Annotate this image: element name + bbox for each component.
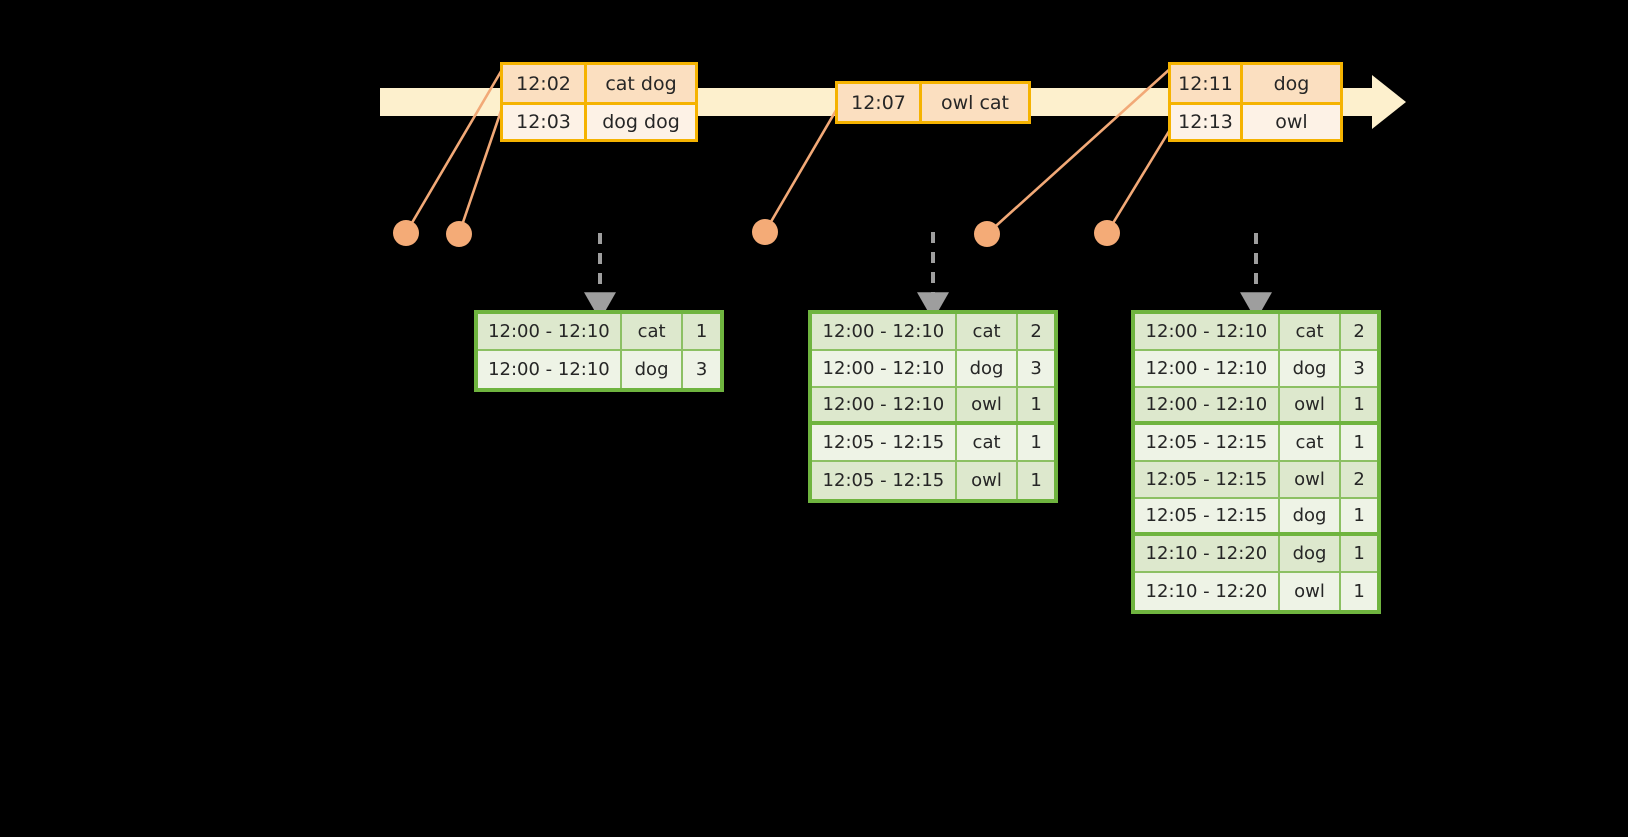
- key-cell: dog: [1280, 536, 1342, 571]
- window-cell: 12:05 - 12:15: [812, 462, 957, 499]
- window-cell: 12:00 - 12:10: [812, 314, 957, 349]
- key-cell: cat: [622, 314, 684, 349]
- key-cell: cat: [1280, 314, 1342, 349]
- event-payload: owl: [1275, 111, 1308, 133]
- key-cell: owl: [1280, 573, 1342, 610]
- event-row: 12:11 dog: [1171, 65, 1340, 102]
- count-cell: 1: [1030, 394, 1042, 415]
- event-box-1: 12:02 cat dog 12:03 dog dog: [500, 62, 698, 142]
- event-time: 12:07: [838, 84, 922, 121]
- connector-dots: [393, 219, 1120, 247]
- connector-dot-4: [974, 221, 1000, 247]
- event-payload: dog dog: [602, 111, 680, 133]
- count-cell: 3: [1353, 358, 1365, 379]
- count-cell: 1: [695, 321, 708, 342]
- event-row: 12:03 dog dog: [503, 102, 695, 139]
- event-time: 12:03: [503, 105, 587, 139]
- connector-dot-1: [393, 220, 419, 246]
- count-cell: 1: [1353, 432, 1365, 453]
- event-time: 12:02: [503, 65, 587, 102]
- window-cell: 12:05 - 12:15: [1135, 425, 1280, 460]
- key-cell: dog: [1280, 499, 1342, 532]
- key-cell: owl: [957, 388, 1019, 421]
- key-cell: cat: [1280, 425, 1342, 460]
- count-cell: 1: [1353, 581, 1365, 602]
- key-cell: dog: [1280, 351, 1342, 386]
- connector-line-2: [457, 104, 505, 235]
- key-cell: owl: [957, 462, 1019, 499]
- count-cell: 2: [1353, 469, 1365, 490]
- count-cell: 1: [1353, 543, 1365, 564]
- count-cell: 3: [695, 359, 708, 380]
- event-time: 12:13: [1171, 105, 1243, 139]
- key-cell: dog: [957, 351, 1019, 386]
- connector-line-3: [763, 106, 840, 233]
- window-cell: 12:00 - 12:10: [1135, 351, 1280, 386]
- window-cell: 12:10 - 12:20: [1135, 536, 1280, 571]
- timeline-arrowhead-icon: [1372, 75, 1406, 129]
- window-cell: 12:05 - 12:15: [1135, 499, 1280, 532]
- event-time: 12:11: [1171, 65, 1243, 102]
- window-cell: 12:00 - 12:10: [812, 388, 957, 421]
- count-cell: 1: [1353, 394, 1365, 415]
- window-cell: 12:00 - 12:10: [1135, 314, 1280, 349]
- key-cell: dog: [622, 351, 684, 388]
- event-payload: cat dog: [605, 72, 677, 95]
- connector-line-5: [1105, 127, 1173, 234]
- connector-dot-2: [446, 221, 472, 247]
- count-cell: 1: [1353, 505, 1365, 526]
- count-cell: 3: [1030, 358, 1042, 379]
- window-cell: 12:10 - 12:20: [1135, 573, 1280, 610]
- key-cell: owl: [1280, 388, 1342, 421]
- event-payload: owl cat: [940, 91, 1010, 114]
- event-box-2: 12:07 owl cat: [835, 81, 1031, 124]
- count-cell: 2: [1353, 321, 1365, 342]
- connector-dot-5: [1094, 220, 1120, 246]
- window-cell: 12:05 - 12:15: [1135, 462, 1280, 497]
- window-cell: 12:05 - 12:15: [812, 425, 957, 460]
- key-cell: owl: [1280, 462, 1342, 497]
- key-cell: cat: [957, 314, 1019, 349]
- event-row: 12:07 owl cat: [838, 84, 1028, 121]
- connector-dot-3: [752, 219, 778, 245]
- count-cell: 2: [1030, 321, 1042, 342]
- window-cell: 12:00 - 12:10: [478, 314, 622, 349]
- event-row: 12:13 owl: [1171, 102, 1340, 139]
- window-cell: 12:00 - 12:10: [1135, 388, 1280, 421]
- down-arrows: [584, 232, 1272, 321]
- window-cell: 12:00 - 12:10: [812, 351, 957, 386]
- window-cell: 12:00 - 12:10: [478, 351, 622, 388]
- count-cell: 1: [1030, 432, 1042, 453]
- event-payload: dog: [1273, 72, 1310, 95]
- key-cell: cat: [957, 425, 1019, 460]
- count-cell: 1: [1030, 470, 1042, 491]
- event-row: 12:02 cat dog: [503, 65, 695, 102]
- event-box-3: 12:11 dog 12:13 owl: [1168, 62, 1343, 142]
